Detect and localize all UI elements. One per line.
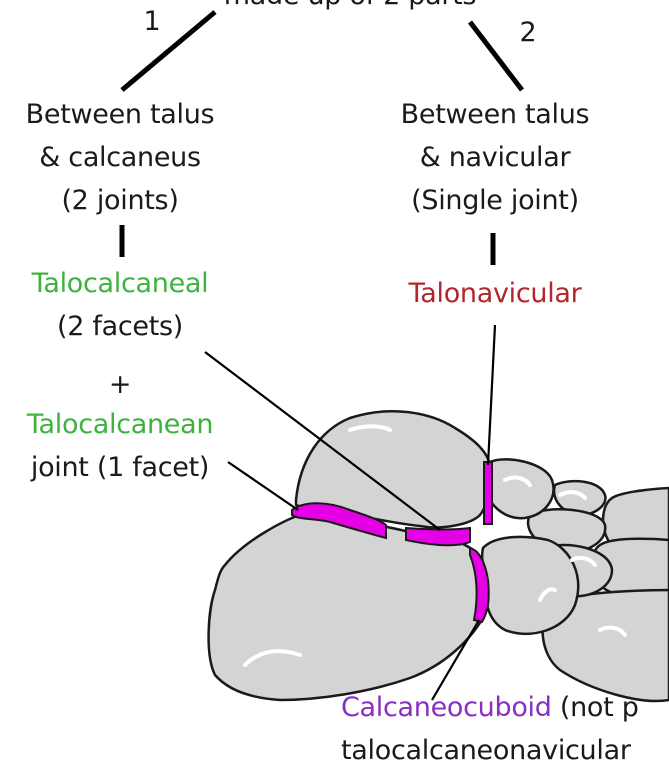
talonavicular-label: Talonavicular <box>375 272 615 315</box>
branch-number-1: 1 <box>140 0 164 43</box>
cuboid-bone <box>482 537 578 634</box>
branch-line-2 <box>470 22 522 90</box>
branch2-line1: Between talus <box>375 93 615 136</box>
talocalcanean-detail: joint (1 facet) <box>0 446 240 489</box>
pointer-talonavicular <box>488 325 495 465</box>
talocalcaneal-label: Talocalcaneal <box>0 262 240 305</box>
branch2-line2: & navicular <box>375 136 615 179</box>
header-text: made up of 2 parts <box>190 0 510 17</box>
branch1-line1: Between talus <box>0 93 240 136</box>
branch1-line2: & calcaneus <box>0 136 240 179</box>
bottom-line2: talocalcaneonavicular <box>341 729 631 772</box>
talocalcanean-label: Talocalcanean <box>0 403 240 446</box>
branch2-line3: (Single joint) <box>375 179 615 222</box>
branch-number-2: 2 <box>516 11 540 54</box>
calcaneocuboid-label: Calcaneocuboid <box>341 692 552 723</box>
branch-line-1 <box>122 12 215 90</box>
talonavicular-joint <box>484 462 492 524</box>
talocalcaneal-detail: (2 facets) <box>0 305 240 348</box>
branch1-line3: (2 joints) <box>0 179 240 222</box>
bones <box>209 411 669 701</box>
calcaneocuboid-suffix: (not p <box>552 692 639 723</box>
talocalcaneal-joint-facets <box>406 528 470 545</box>
calcaneocuboid-caption: Calcaneocuboid (not p <box>341 686 639 729</box>
plus-sign: + <box>100 363 140 406</box>
navicular-bone <box>486 459 554 518</box>
